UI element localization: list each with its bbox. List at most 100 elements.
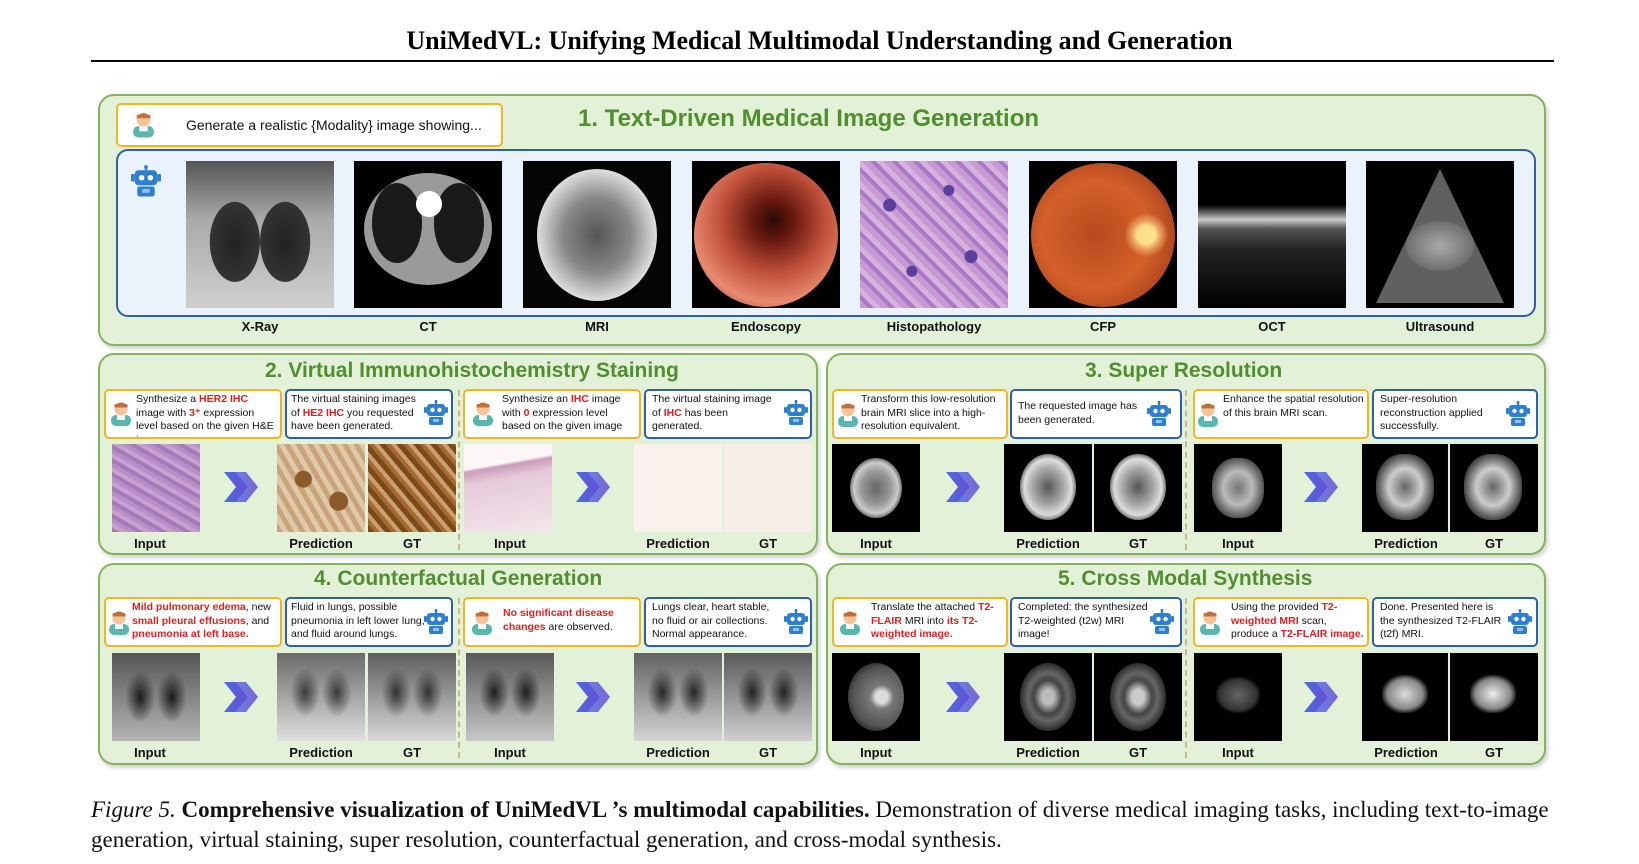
modality-label-ct: CT — [419, 319, 437, 334]
title-rule — [91, 60, 1554, 62]
page-title: UniMedVL: Unifying Medical Multimodal Un… — [406, 26, 1233, 55]
arrow-icon — [1302, 470, 1340, 504]
cxr-input-image — [112, 653, 200, 741]
xray-image — [186, 161, 334, 308]
robot-assistant-icon — [424, 609, 448, 635]
arrow-icon — [944, 470, 982, 504]
robot-assistant-icon — [784, 609, 808, 635]
label-gt: GT — [402, 745, 422, 760]
ihc-prediction-image — [634, 444, 722, 532]
ihc-user-prompt-1: Synthesize a HER2 IHC image with 3⁺ expr… — [104, 389, 282, 439]
ihc-gt-image — [724, 444, 812, 532]
label-prediction: Prediction — [289, 536, 353, 551]
section1-title: 1. Text-Driven Medical Image Generation — [578, 105, 1040, 132]
robot-assistant-icon — [1150, 609, 1174, 635]
histopathology-image — [860, 161, 1008, 308]
generation-prompt-bubble — [116, 103, 503, 147]
modality-label-xray: X-Ray — [241, 319, 279, 334]
generation-prompt-text: Generate a realistic {Modality} image sh… — [186, 117, 482, 133]
arrow-icon — [1302, 680, 1340, 714]
arrow-icon — [574, 680, 612, 714]
modality-label-mri: MRI — [585, 319, 609, 334]
user-avatar-icon — [838, 609, 862, 635]
section3-divider — [1185, 390, 1187, 550]
mri-prediction-image — [1362, 444, 1448, 532]
cf-user-prompt-1: Mild pulmonary edema, new small pleural … — [104, 597, 282, 647]
flair-gt-image — [1450, 653, 1538, 741]
cms-bot-reply-1: Completed: the synthesized T2-weighted (… — [1010, 597, 1182, 647]
sr-user-prompt-2: Enhance the spatial resolution of this b… — [1193, 389, 1369, 439]
label-gt: GT — [1128, 536, 1148, 551]
cxr-gt-image — [368, 653, 456, 741]
oct-image — [1198, 161, 1346, 308]
label-input: Input — [494, 745, 526, 760]
user-avatar-icon — [109, 400, 133, 426]
label-prediction: Prediction — [1016, 536, 1080, 551]
he-input-image — [112, 444, 200, 532]
label-gt: GT — [1484, 745, 1504, 760]
label-gt: GT — [758, 745, 778, 760]
robot-assistant-icon — [131, 165, 161, 198]
label-prediction: Prediction — [646, 745, 710, 760]
caption-figure-number: Figure 5. — [91, 797, 176, 822]
sr-bot-reply-2: Super-resolution reconstruction applied … — [1372, 389, 1538, 439]
user-avatar-icon — [471, 400, 495, 426]
cfp-image — [1029, 161, 1177, 308]
section4-divider — [458, 598, 460, 758]
t2w-gt-image — [1094, 653, 1182, 741]
robot-assistant-icon — [1508, 609, 1532, 635]
ihc-user-prompt-2: Synthesize an IHC image with 0 expressio… — [463, 389, 641, 439]
cxr-prediction-image — [634, 653, 722, 741]
label-input: Input — [134, 536, 166, 551]
cms-user-prompt-1: Translate the attached T2-FLAIR MRI into… — [832, 597, 1008, 647]
robot-assistant-icon — [1147, 401, 1171, 427]
label-prediction: Prediction — [289, 745, 353, 760]
user-avatar-icon — [107, 609, 131, 635]
user-avatar-icon — [470, 609, 494, 635]
label-input: Input — [860, 536, 892, 551]
user-avatar-icon — [836, 401, 860, 427]
mri-gt-image — [1450, 444, 1538, 532]
label-prediction: Prediction — [1374, 745, 1438, 760]
label-prediction: Prediction — [646, 536, 710, 551]
cxr-prediction-image — [277, 653, 365, 741]
label-input: Input — [1222, 745, 1254, 760]
ultrasound-image — [1366, 161, 1514, 308]
t2w-prediction-image — [1004, 653, 1092, 741]
mri-gt-image — [1094, 444, 1182, 532]
label-prediction: Prediction — [1374, 536, 1438, 551]
modality-label-ultrasound: Ultrasound — [1405, 319, 1475, 334]
modality-label-oct: OCT — [1258, 319, 1286, 334]
cxr-gt-image — [724, 653, 812, 741]
robot-assistant-icon — [424, 400, 448, 426]
ihc-gt-image — [368, 444, 456, 532]
ct-image — [354, 161, 502, 308]
arrow-icon — [574, 470, 612, 504]
sr-user-prompt-1: Transform this low-resolution brain MRI … — [832, 389, 1008, 439]
mri-lowres-input-image — [832, 444, 920, 532]
figure-caption: Figure 5. Comprehensive visualization of… — [91, 795, 1561, 855]
caption-bold-title: Comprehensive visualization of UniMedVL … — [181, 797, 870, 822]
mri-lowres-input-image — [1194, 444, 1282, 532]
ihc-prediction-image — [277, 444, 365, 532]
label-gt: GT — [1128, 745, 1148, 760]
section5-title: 5. Cross Modal Synthesis — [1058, 567, 1313, 590]
user-avatar-icon — [1198, 609, 1222, 635]
cms-bot-reply-2: Done. Presented here is the synthesized … — [1372, 597, 1538, 647]
ihc-bot-reply-1: The virtual staining images of HE2 IHC y… — [285, 389, 453, 439]
label-input: Input — [134, 745, 166, 760]
flair-prediction-image — [1362, 653, 1448, 741]
label-input: Input — [860, 745, 892, 760]
mri-image — [523, 161, 671, 308]
label-input: Input — [494, 536, 526, 551]
cms-user-prompt-2: Using the provided T2-weighted MRI scan,… — [1193, 597, 1369, 647]
ihc-bot-reply-2: The virtual staining image of IHC has be… — [644, 389, 812, 439]
label-gt: GT — [402, 536, 422, 551]
he-input-image — [464, 444, 552, 532]
section2-title: 2. Virtual Immunohistochemistry Staining — [265, 359, 679, 382]
label-prediction: Prediction — [1016, 745, 1080, 760]
modality-label-histopathology: Histopathology — [886, 319, 982, 334]
label-input: Input — [1222, 536, 1254, 551]
cf-user-prompt-2: No significant disease changes are obser… — [463, 597, 641, 647]
label-gt: GT — [1484, 536, 1504, 551]
